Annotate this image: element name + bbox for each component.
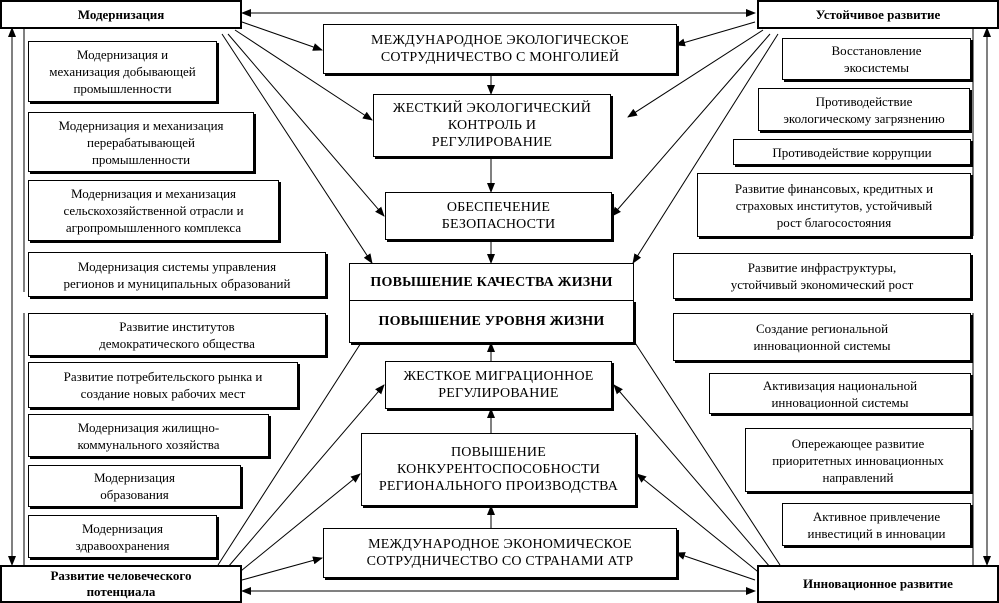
modernization-item-2: Модернизация и механизация перерабатываю… xyxy=(28,112,254,172)
innovation-item-1: Создание региональной инновационной сист… xyxy=(673,313,971,361)
sustainable-item-4: Развитие финансовых, кредитных и страхов… xyxy=(697,173,971,237)
innovation-item-4: Активное привлечение инвестиций в иннова… xyxy=(782,503,971,546)
box-economic-cooperation-apr: МЕЖДУНАРОДНОЕ ЭКОНОМИЧЕСКОЕ СОТРУДНИЧЕСТ… xyxy=(323,528,677,578)
corner-sustainable-development: Устойчивое развитие xyxy=(757,0,999,29)
sustainable-item-2: Противодействие экологическому загрязнен… xyxy=(758,88,970,131)
box-standard-of-living: ПОВЫШЕНИЕ УРОВНЯ ЖИЗНИ xyxy=(349,300,634,343)
box-quality-of-life: ПОВЫШЕНИЕ КАЧЕСТВА ЖИЗНИ xyxy=(349,263,634,301)
box-strict-environmental-control: ЖЕСТКИЙ ЭКОЛОГИЧЕСКИЙ КОНТРОЛЬ И РЕГУЛИР… xyxy=(373,94,611,157)
human-item-3: Модернизация жилищно- коммунального хозя… xyxy=(28,414,269,457)
modernization-item-4: Модернизация системы управления регионов… xyxy=(28,252,326,297)
box-strict-migration-regulation: ЖЕСТКОЕ МИГРАЦИОННОЕ РЕГУЛИРОВАНИЕ xyxy=(385,361,612,409)
box-ensuring-security: ОБЕСПЕЧЕНИЕ БЕЗОПАСНОСТИ xyxy=(385,192,612,240)
sustainable-item-5: Развитие инфраструктуры, устойчивый экон… xyxy=(673,253,971,299)
modernization-item-1: Модернизация и механизация добывающей пр… xyxy=(28,41,217,102)
corner-innovation-development: Инновационное развитие xyxy=(757,565,999,603)
human-item-2: Развитие потребительского рынка и создан… xyxy=(28,362,298,408)
sustainable-item-3: Противодействие коррупции xyxy=(733,139,971,165)
human-item-1: Развитие институтов демократического общ… xyxy=(28,313,326,356)
corner-human-potential: Развитие человеческого потенциала xyxy=(0,565,242,603)
innovation-item-2: Активизация национальной инновационной с… xyxy=(709,373,971,414)
box-environmental-cooperation-mongolia: МЕЖДУНАРОДНОЕ ЭКОЛОГИЧЕСКОЕ СОТРУДНИЧЕСТ… xyxy=(323,24,677,74)
human-item-4: Модернизация образования xyxy=(28,465,241,507)
modernization-item-3: Модернизация и механизация сельскохозяйс… xyxy=(28,180,279,241)
innovation-item-3: Опережающее развитие приоритетных иннова… xyxy=(745,428,971,492)
sustainable-item-1: Восстановление экосистемы xyxy=(782,38,971,80)
human-item-5: Модернизация здравоохранения xyxy=(28,515,217,558)
corner-modernization: Модернизация xyxy=(0,0,242,29)
box-regional-production-competitiveness: ПОВЫШЕНИЕ КОНКУРЕНТОСПОСОБНОСТИ РЕГИОНАЛ… xyxy=(361,433,636,506)
